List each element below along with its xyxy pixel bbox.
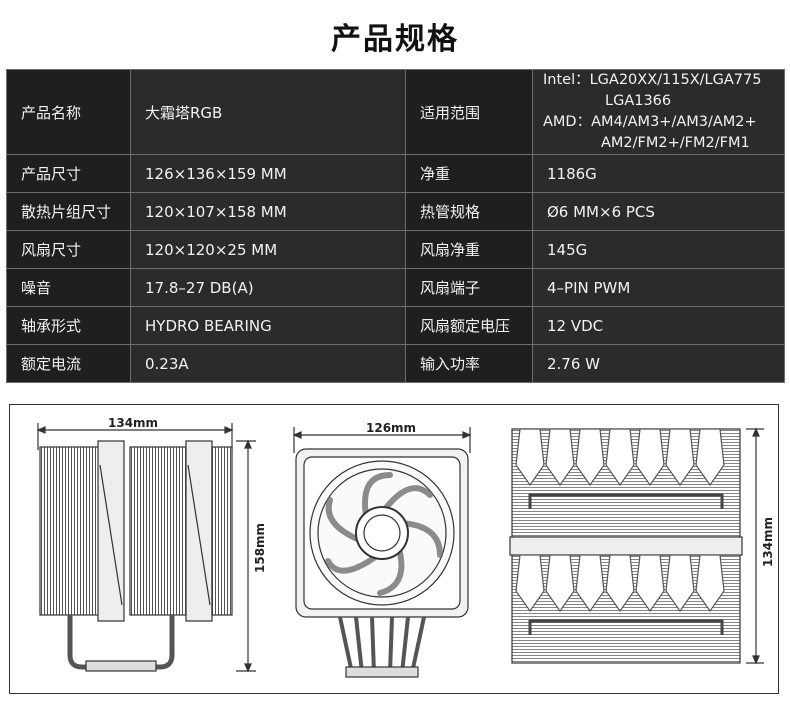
compat-line: AM2/FM2+/FM2/FM1: [601, 135, 750, 151]
table-row: 风扇尺寸 120×120×25 MM 风扇净重 145G: [6, 230, 785, 269]
spec-value: 17.8–27 DB(A): [130, 268, 406, 307]
top-view: [509, 427, 764, 665]
table-row: 噪音 17.8–27 DB(A) 风扇端子 4–PIN PWM: [6, 268, 785, 307]
table-row: 额定电流 0.23A 输入功率 2.76 W: [6, 344, 785, 383]
spec-key: 热管规格: [405, 192, 533, 231]
side-view: [36, 423, 256, 673]
side-width-label: 134mm: [108, 416, 158, 430]
table-row: 散热片组尺寸 120×107×158 MM 热管规格 Ø6 MM×6 PCS: [6, 192, 785, 231]
spec-value: 2.76 W: [532, 344, 785, 383]
compat-line: Intel：LGA20XX/115X/LGA775: [543, 72, 762, 88]
front-width-label: 126mm: [366, 421, 416, 435]
compatibility-value: Intel：LGA20XX/115X/LGA775 LGA1366 AMD：AM…: [532, 69, 785, 155]
compat-line: LGA1366: [605, 93, 672, 109]
dimension-drawing: 134mm 158mm: [9, 404, 779, 694]
table-row: 轴承形式 HYDRO BEARING 风扇额定电压 12 VDC: [6, 306, 785, 345]
spec-value: 145G: [532, 230, 785, 269]
spec-key: 额定电流: [6, 344, 131, 383]
spec-value: 12 VDC: [532, 306, 785, 345]
spec-key: 净重: [405, 154, 533, 193]
page-title: 产品规格: [331, 22, 459, 57]
spec-value: Ø6 MM×6 PCS: [532, 192, 785, 231]
spec-key: 散热片组尺寸: [6, 192, 131, 231]
spec-table: 产品名称 大霜塔RGB 适用范围 Intel：LGA20XX/115X/LGA7…: [6, 69, 785, 383]
spec-key: 轴承形式: [6, 306, 131, 345]
spec-value: 120×107×158 MM: [130, 192, 406, 231]
compat-line: AMD：AM4/AM3+/AM3/AM2+: [543, 114, 757, 130]
spec-value: 4–PIN PWM: [532, 268, 785, 307]
spec-key: 风扇额定电压: [405, 306, 533, 345]
dimension-drawing-svg: 134mm 158mm: [36, 416, 775, 678]
spec-value: 0.23A: [130, 344, 406, 383]
spec-key: 噪音: [6, 268, 131, 307]
spec-key: 产品尺寸: [6, 154, 131, 193]
spec-key: 输入功率: [405, 344, 533, 383]
spec-value: 大霜塔RGB: [130, 69, 406, 155]
spec-value: HYDRO BEARING: [130, 306, 406, 345]
side-height-label: 158mm: [253, 523, 267, 573]
spec-value: 1186G: [532, 154, 785, 193]
spec-key: 风扇净重: [405, 230, 533, 269]
spec-value: 120×120×25 MM: [130, 230, 406, 269]
spec-key: 风扇尺寸: [6, 230, 131, 269]
spec-key: 产品名称: [6, 69, 131, 155]
spec-key: 适用范围: [405, 69, 533, 155]
spec-value: 126×136×159 MM: [130, 154, 406, 193]
top-height-label: 134mm: [761, 517, 775, 567]
table-row: 产品尺寸 126×136×159 MM 净重 1186G: [6, 154, 785, 193]
spec-key: 风扇端子: [405, 268, 533, 307]
table-row: 产品名称 大霜塔RGB 适用范围 Intel：LGA20XX/115X/LGA7…: [6, 69, 785, 155]
front-view: [292, 427, 472, 678]
